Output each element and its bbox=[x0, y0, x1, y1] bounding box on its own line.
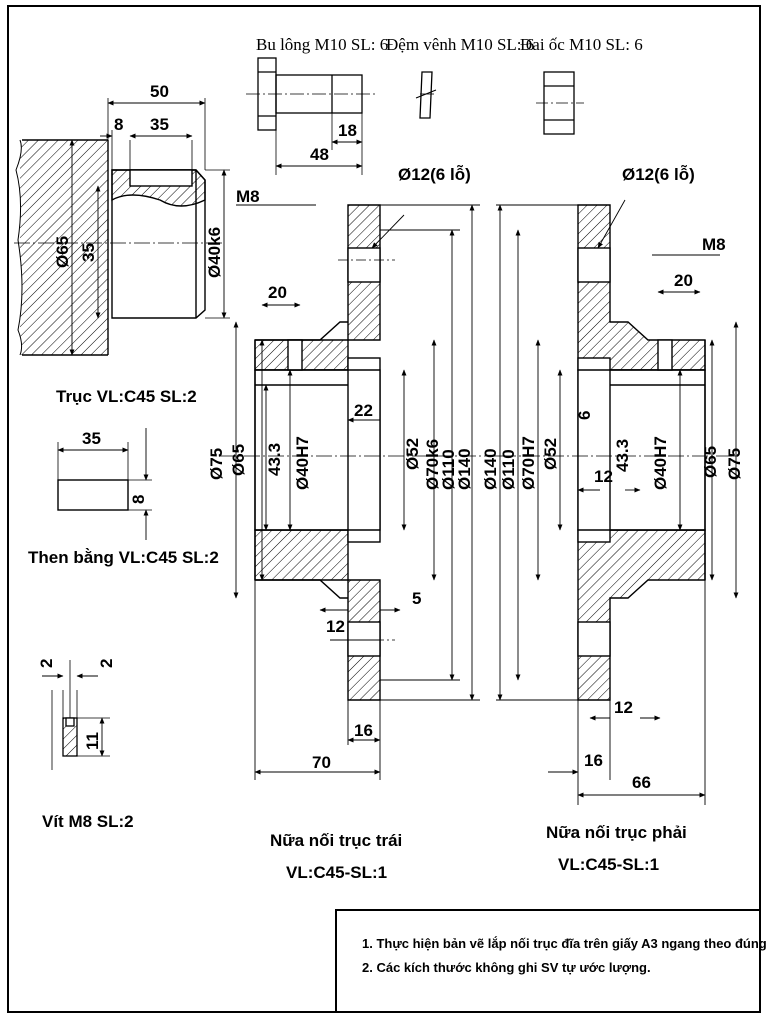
right-dim-20: 20 bbox=[674, 271, 693, 290]
shaft-label: Trục VL:C45 SL:2 bbox=[56, 387, 197, 406]
left-dim-d40h7: Ø40H7 bbox=[293, 436, 312, 490]
nut-label: Đai ốc M10 SL: 6 bbox=[520, 35, 643, 54]
right-dim-66: 66 bbox=[632, 773, 651, 792]
left-dim-20: 20 bbox=[268, 283, 287, 302]
shaft-dim-8: 8 bbox=[114, 115, 123, 134]
left-dim-m8: M8 bbox=[236, 187, 260, 206]
right-dim-d52: Ø52 bbox=[541, 438, 560, 470]
screw-drawing bbox=[42, 660, 110, 770]
left-dim-d70k6: Ø70k6 bbox=[423, 439, 442, 490]
right-dim-12b: 12 bbox=[614, 698, 633, 717]
screw-dim-11: 11 bbox=[83, 732, 102, 750]
left-dim-d65: Ø65 bbox=[229, 444, 248, 476]
shaft-dim-35v: 35 bbox=[79, 243, 98, 262]
right-dim-16: 16 bbox=[584, 751, 603, 770]
screw-dim-2b: 2 bbox=[97, 659, 116, 668]
left-dim-5: 5 bbox=[412, 589, 421, 608]
nut-drawing bbox=[536, 71, 584, 135]
right-dim-12a: 12 bbox=[594, 467, 613, 486]
key-drawing bbox=[57, 428, 152, 540]
right-dim-m8: M8 bbox=[702, 235, 726, 254]
right-dim-d110: Ø110 bbox=[499, 449, 518, 490]
left-coupling-drawing bbox=[220, 204, 500, 701]
right-dimension-lines bbox=[496, 199, 739, 805]
left-dim-d75: Ø75 bbox=[207, 448, 226, 480]
right-dim-d40h7: Ø40H7 bbox=[651, 436, 670, 490]
bolt-label: Bu lông M10 SL: 6 bbox=[256, 35, 388, 54]
right-dim-d65: Ø65 bbox=[701, 446, 720, 478]
left-dim-43: 43.3 bbox=[265, 443, 284, 476]
bolt-dim-18: 18 bbox=[338, 121, 357, 140]
screw-label: Vít M8 SL:2 bbox=[42, 812, 134, 831]
screw-dim-2a: 2 bbox=[37, 659, 56, 668]
bolt-dim-48: 48 bbox=[310, 145, 329, 164]
note-1: 1. Thực hiện bản vẽ lắp nối trục đĩa trê… bbox=[362, 936, 768, 951]
left-dim-16: 16 bbox=[354, 721, 373, 740]
left-dim-hole: Ø12(6 lỗ) bbox=[398, 165, 471, 184]
left-dim-70: 70 bbox=[312, 753, 331, 772]
right-coupling-drawing bbox=[500, 204, 740, 701]
right-coupling-title: Nữa nối trục phải bbox=[546, 823, 687, 842]
key-dim-35: 35 bbox=[82, 429, 101, 448]
shaft-dim-35: 35 bbox=[150, 115, 169, 134]
shaft-dim-d40k6: Ø40k6 bbox=[205, 227, 224, 278]
left-coupling-title: Nữa nối trục trái bbox=[270, 831, 402, 850]
left-dim-22: 22 bbox=[354, 401, 373, 420]
key-label: Then bằng VL:C45 SL:2 bbox=[28, 548, 219, 567]
note-2: 2. Các kích thước không ghi SV tự ước lư… bbox=[362, 960, 651, 975]
shaft-dim-50: 50 bbox=[150, 82, 169, 101]
left-dim-d52: Ø52 bbox=[403, 438, 422, 470]
washer-drawing bbox=[415, 71, 437, 119]
right-coupling-material: VL:C45-SL:1 bbox=[558, 855, 659, 874]
left-dim-12: 12 bbox=[326, 617, 345, 636]
right-dim-43: 43.3 bbox=[613, 439, 632, 472]
key-dim-8: 8 bbox=[129, 495, 148, 504]
right-dim-d75: Ø75 bbox=[725, 448, 744, 480]
bolt-drawing bbox=[246, 57, 376, 175]
left-dim-d110: Ø110 bbox=[439, 449, 458, 490]
shaft-drawing bbox=[14, 98, 230, 356]
shaft-dim-d65: Ø65 bbox=[53, 236, 72, 268]
right-dim-d140: Ø140 bbox=[481, 448, 500, 490]
notes-box bbox=[335, 909, 761, 1013]
washer-label: Đệm vênh M10 SL: 6 bbox=[386, 35, 534, 54]
left-dim-d140: Ø140 bbox=[455, 448, 474, 490]
right-dim-6: 6 bbox=[575, 411, 594, 420]
right-dim-d70h7: Ø70H7 bbox=[519, 436, 538, 490]
left-dimension-lines bbox=[233, 204, 480, 780]
left-coupling-material: VL:C45-SL:1 bbox=[286, 863, 387, 882]
right-dim-hole: Ø12(6 lỗ) bbox=[622, 165, 695, 184]
